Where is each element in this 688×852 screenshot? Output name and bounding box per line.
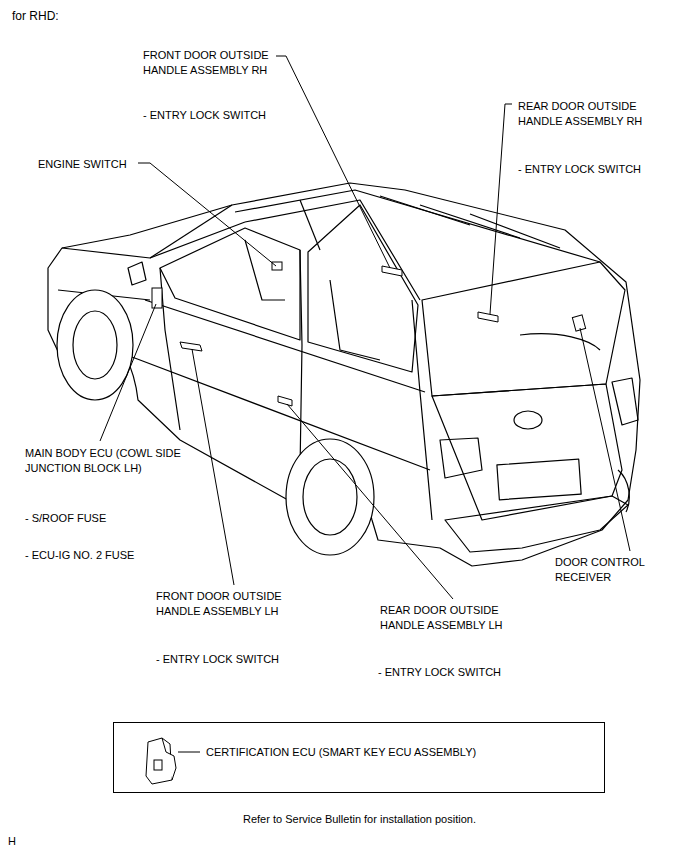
drawing-stroke (300, 200, 320, 250)
drawing-stroke (287, 404, 453, 599)
drawing-stroke (497, 459, 581, 500)
drawing-stroke (128, 262, 146, 285)
drawing-stroke (235, 190, 600, 262)
drawing-stroke (48, 183, 640, 566)
part-name: REAR DOOR OUTSIDE HANDLE ASSEMBLY LH (380, 603, 530, 633)
drawing-stroke (62, 222, 245, 258)
drawing-stroke (160, 228, 300, 340)
drawing-stroke (520, 334, 600, 350)
drawing-stroke (276, 56, 390, 268)
figure-code: H (8, 834, 16, 849)
drawing-stroke (138, 163, 276, 266)
drawing-stroke (245, 240, 380, 360)
drawing-stroke (192, 349, 234, 585)
callout-box: CERTIFICATION ECU (SMART KEY ECU ASSEMBL… (113, 722, 605, 793)
certification-ecu-icon (146, 738, 200, 784)
switch-name: - ENTRY LOCK SWITCH (143, 108, 266, 123)
drawing-stroke (303, 459, 357, 535)
drawing-stroke (57, 290, 133, 400)
switch-name: - ENTRY LOCK SWITCH (378, 665, 501, 680)
drawing-stroke (178, 752, 200, 753)
part-name: ENGINE SWITCH (38, 157, 127, 172)
drawing-stroke (154, 760, 162, 770)
front-door-handle-rh (382, 266, 402, 276)
part-name: FRONT DOOR OUTSIDE HANDLE ASSEMBLY RH (143, 48, 303, 78)
drawing-stroke (612, 378, 638, 425)
door-control-receiver (572, 315, 585, 331)
drawing-stroke (245, 200, 420, 300)
drawing-stroke (422, 262, 625, 396)
drawing-stroke (490, 104, 512, 314)
vehicle-body (48, 183, 640, 566)
fuse-name: - ECU-IG NO. 2 FUSE (25, 548, 134, 563)
engine-switch (272, 262, 282, 270)
drawing-stroke (160, 268, 180, 430)
leader-lines (100, 56, 630, 599)
drawing-stroke (412, 300, 432, 520)
front-door-handle-lh (180, 342, 202, 351)
drawing-stroke (432, 384, 622, 520)
fuse-name: - S/ROOF FUSE (25, 511, 106, 526)
drawing-stroke (73, 311, 117, 379)
part-name: MAIN BODY ECU (COWL SIDE JUNCTION BLOCK … (25, 446, 210, 476)
drawing-stroke (150, 205, 232, 258)
part-name: DOOR CONTROL RECEIVER (555, 555, 665, 585)
drawing-stroke (286, 439, 374, 555)
diagram-title: for RHD: (12, 9, 59, 24)
drawing-stroke (440, 438, 482, 478)
drawing-stroke (380, 196, 560, 248)
rear-door-handle-rh (478, 312, 498, 322)
drawing-stroke (162, 738, 176, 780)
component-markers (152, 262, 586, 406)
switch-name: - ENTRY LOCK SWITCH (518, 162, 641, 177)
rear-door-handle-lh (278, 396, 292, 406)
part-name: FRONT DOOR OUTSIDE HANDLE ASSEMBLY LH (156, 589, 316, 619)
drawing-stroke (100, 304, 156, 441)
drawing-stroke (580, 328, 630, 551)
switch-name: - ENTRY LOCK SWITCH (156, 652, 279, 667)
component-name: CERTIFICATION ECU (SMART KEY ECU ASSEMBL… (206, 745, 476, 760)
main-body-ecu (152, 288, 162, 308)
caption-note: Refer to Service Bulletin for installati… (243, 812, 476, 827)
drawing-stroke (445, 496, 628, 552)
drawing-stroke (308, 205, 418, 372)
drawing-stroke (514, 411, 542, 429)
part-name: REAR DOOR OUTSIDE HANDLE ASSEMBLY RH (518, 99, 668, 129)
drawing-stroke (300, 250, 302, 470)
